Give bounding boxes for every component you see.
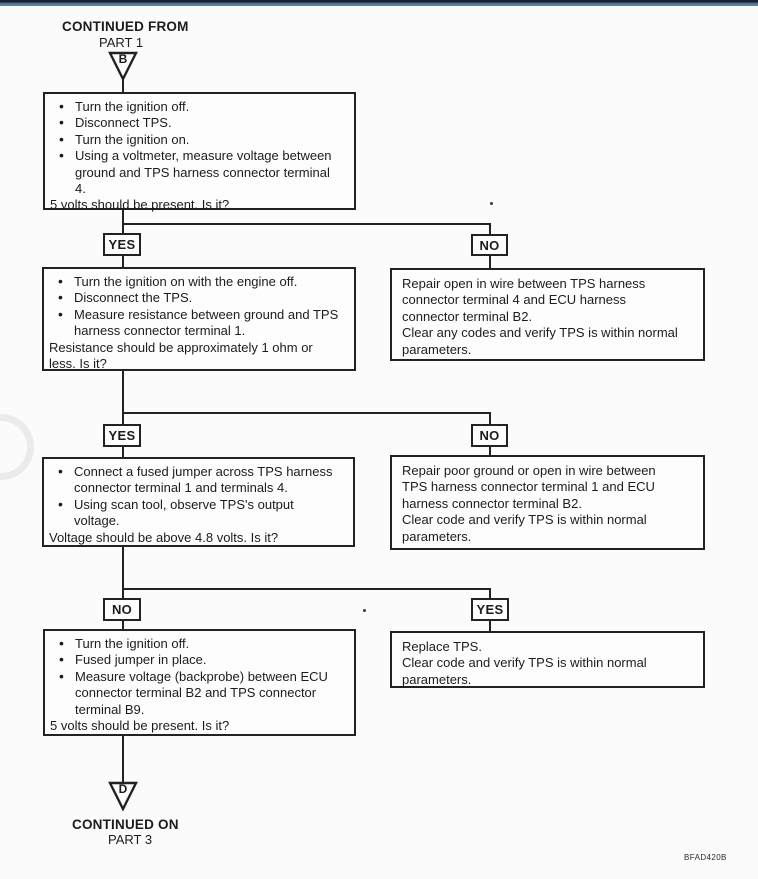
connector-line bbox=[122, 223, 491, 225]
repair-action: Repair poor ground or open in wire betwe… bbox=[402, 463, 656, 511]
repair-action: Replace TPS. bbox=[402, 639, 482, 654]
triangle-down-icon bbox=[108, 781, 138, 811]
branch-label-no-1: NO bbox=[471, 234, 508, 256]
repair-note: Clear code and verify TPS is within norm… bbox=[402, 512, 647, 544]
step-instruction: Measure resistance between ground and TP… bbox=[48, 306, 340, 340]
step-question: Voltage should be above 4.8 volts. Is it… bbox=[49, 529, 279, 545]
figure-code: BFAD420B bbox=[684, 853, 727, 862]
triangle-down-icon bbox=[108, 51, 138, 81]
step-instruction: Using a voltmeter, measure voltage betwe… bbox=[49, 147, 340, 197]
scan-ghost-artifact bbox=[0, 414, 34, 480]
branch-label-yes-2: YES bbox=[103, 424, 141, 447]
continued-on-label: CONTINUED ON bbox=[72, 817, 179, 832]
connector-line bbox=[122, 620, 124, 630]
connector-line bbox=[122, 588, 491, 590]
step-question: 5 volts should be present. Is it? bbox=[50, 197, 230, 213]
repair-note: Clear code and verify TPS is within norm… bbox=[402, 655, 647, 687]
flow-step-check-5v-at-terminal-4: Turn the ignition off. Disconnect TPS. T… bbox=[43, 92, 356, 213]
connector-line bbox=[122, 446, 124, 458]
page-top-bar bbox=[0, 0, 758, 6]
step-instruction: Turn the ignition on with the engine off… bbox=[48, 273, 340, 290]
continued-from-label: CONTINUED FROM bbox=[62, 19, 189, 34]
connector-line bbox=[489, 412, 491, 425]
offpage-connector-d: D bbox=[108, 781, 138, 811]
flow-step-backprobe-ecu-b2: Turn the ignition off. Fused jumper in p… bbox=[43, 629, 356, 736]
connector-line bbox=[489, 255, 491, 269]
connector-line bbox=[122, 412, 491, 414]
step-instruction: Disconnect TPS. bbox=[49, 114, 340, 131]
connector-line bbox=[489, 446, 491, 456]
flow-step-fused-jumper-scan-tool: Connect a fused jumper across TPS harnes… bbox=[42, 457, 355, 547]
connector-line bbox=[122, 78, 124, 93]
branch-label-yes-1: YES bbox=[103, 233, 141, 256]
connector-line bbox=[122, 209, 124, 234]
continued-on-part-label: PART 3 bbox=[108, 832, 153, 847]
offpage-connector-b: B bbox=[108, 51, 138, 81]
connector-line bbox=[489, 620, 491, 632]
flow-step-check-ground-resistance: Turn the ignition on with the engine off… bbox=[42, 267, 356, 371]
flow-step-repair-poor-ground-terminal-1: Repair poor ground or open in wire betwe… bbox=[390, 455, 705, 550]
flow-step-replace-tps: Replace TPS. Clear code and verify TPS i… bbox=[390, 631, 705, 688]
connector-line bbox=[489, 223, 491, 235]
connector-letter-d: D bbox=[118, 782, 128, 796]
flow-step-repair-open-terminal-4: Repair open in wire between TPS harness … bbox=[390, 268, 705, 361]
continued-from-part-label: PART 1 bbox=[99, 35, 144, 50]
connector-line bbox=[122, 255, 124, 268]
step-instruction: Using scan tool, observe TPS's output vo… bbox=[48, 496, 339, 530]
repair-action: Repair open in wire between TPS harness … bbox=[402, 276, 646, 324]
step-question: 5 volts should be present. Is it? bbox=[50, 718, 230, 734]
repair-note: Clear any codes and verify TPS is within… bbox=[402, 325, 678, 357]
step-instruction: Measure voltage (backprobe) between ECU … bbox=[49, 668, 340, 718]
step-instruction: Turn the ignition on. bbox=[49, 131, 340, 148]
scan-speck bbox=[363, 609, 366, 612]
connector-line bbox=[122, 735, 124, 782]
step-instruction: Disconnect the TPS. bbox=[48, 289, 340, 306]
step-instruction: Turn the ignition off. bbox=[49, 98, 340, 115]
branch-label-no-3: NO bbox=[103, 598, 141, 621]
step-question: Resistance should be approximately 1 ohm… bbox=[49, 339, 313, 372]
step-instruction: Turn the ignition off. bbox=[49, 635, 340, 652]
scan-speck bbox=[490, 202, 493, 205]
connector-line bbox=[489, 588, 491, 599]
step-instruction: Fused jumper in place. bbox=[49, 651, 340, 668]
step-instruction: Connect a fused jumper across TPS harnes… bbox=[48, 463, 339, 497]
connector-line bbox=[122, 546, 124, 599]
connector-line bbox=[122, 370, 124, 425]
connector-letter-b: B bbox=[118, 52, 128, 66]
branch-label-no-2: NO bbox=[471, 424, 508, 447]
branch-label-yes-3: YES bbox=[471, 598, 509, 621]
